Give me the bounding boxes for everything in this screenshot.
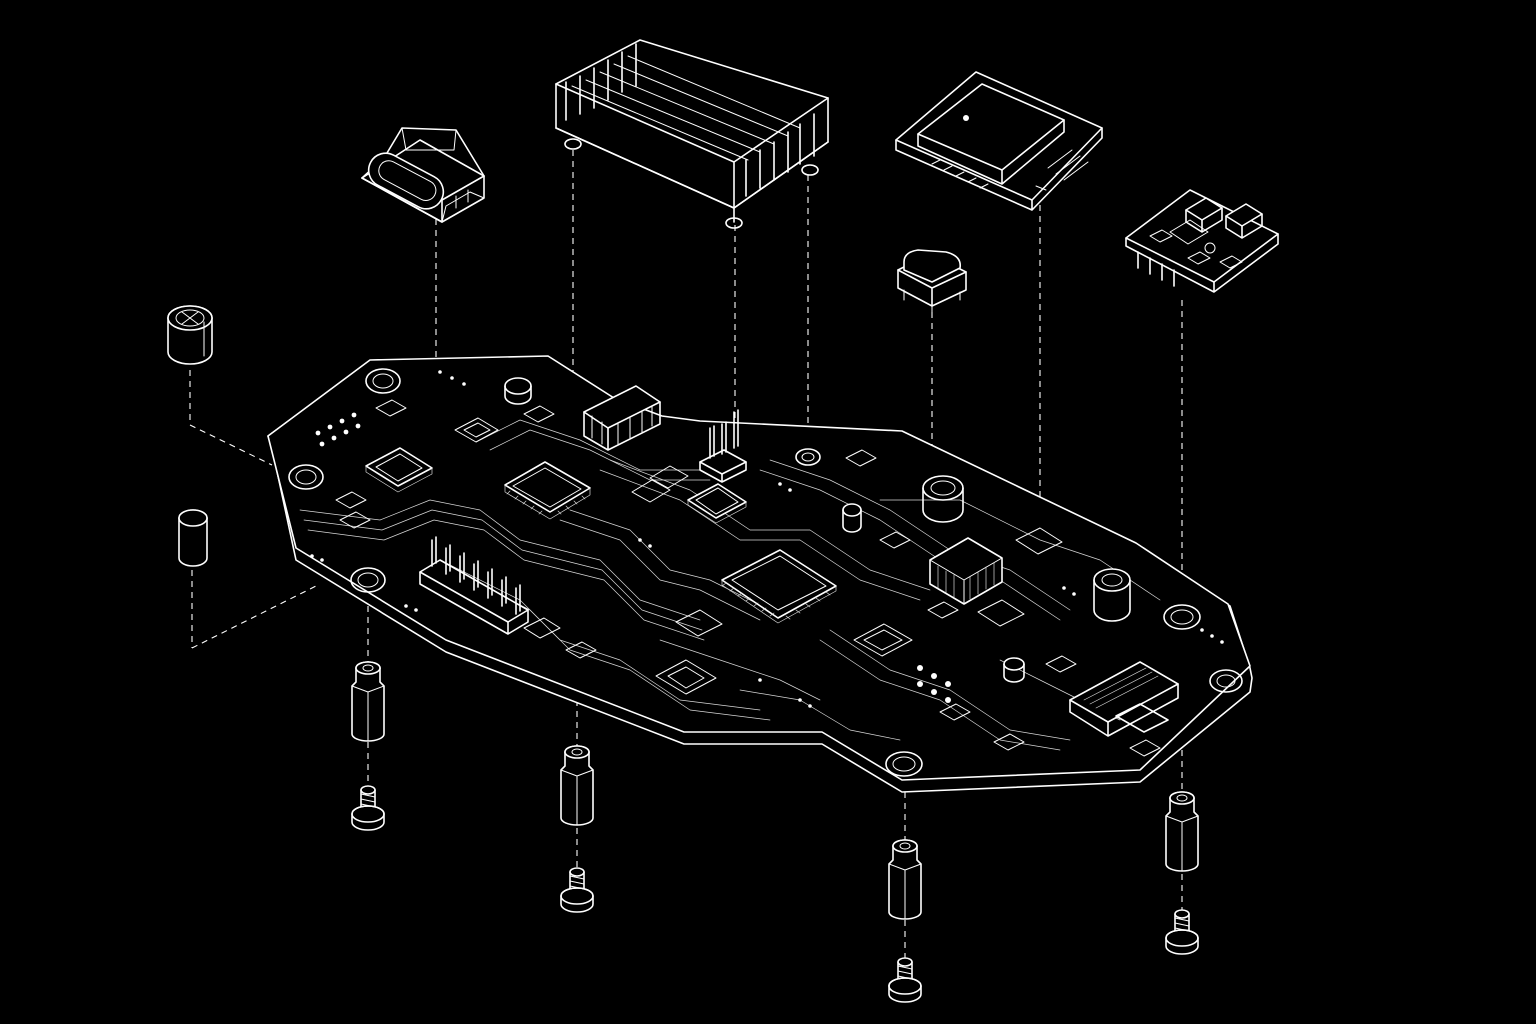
power-inductor-block — [929, 537, 1003, 605]
screw — [1165, 909, 1199, 955]
heatsink — [555, 39, 829, 229]
pin-header-left — [419, 536, 529, 635]
board-capacitors — [504, 377, 1131, 683]
standoff — [351, 661, 385, 742]
screw — [888, 957, 922, 1003]
ribbon-connector — [1069, 661, 1179, 737]
usb-c-connector — [361, 127, 485, 223]
main-pcb — [267, 355, 1253, 793]
pcb-vias — [310, 370, 1224, 708]
controller-chip — [687, 483, 747, 524]
secondary-chip — [504, 461, 591, 520]
wireless-module — [895, 71, 1103, 211]
pin-header-center — [699, 409, 747, 483]
inductor — [178, 509, 208, 567]
main-processor-chip — [721, 549, 837, 624]
capacitor — [167, 305, 213, 365]
smd-components — [335, 399, 1161, 757]
tactile-button — [897, 249, 967, 317]
qfn-chip — [365, 447, 433, 493]
screw — [560, 867, 594, 913]
standoff — [1165, 791, 1199, 872]
mounting-holes — [288, 368, 1243, 777]
screw — [351, 785, 385, 831]
sensor-module — [1125, 189, 1279, 293]
standoff — [888, 839, 922, 920]
terminal-block — [583, 385, 661, 451]
standoff — [560, 745, 594, 826]
